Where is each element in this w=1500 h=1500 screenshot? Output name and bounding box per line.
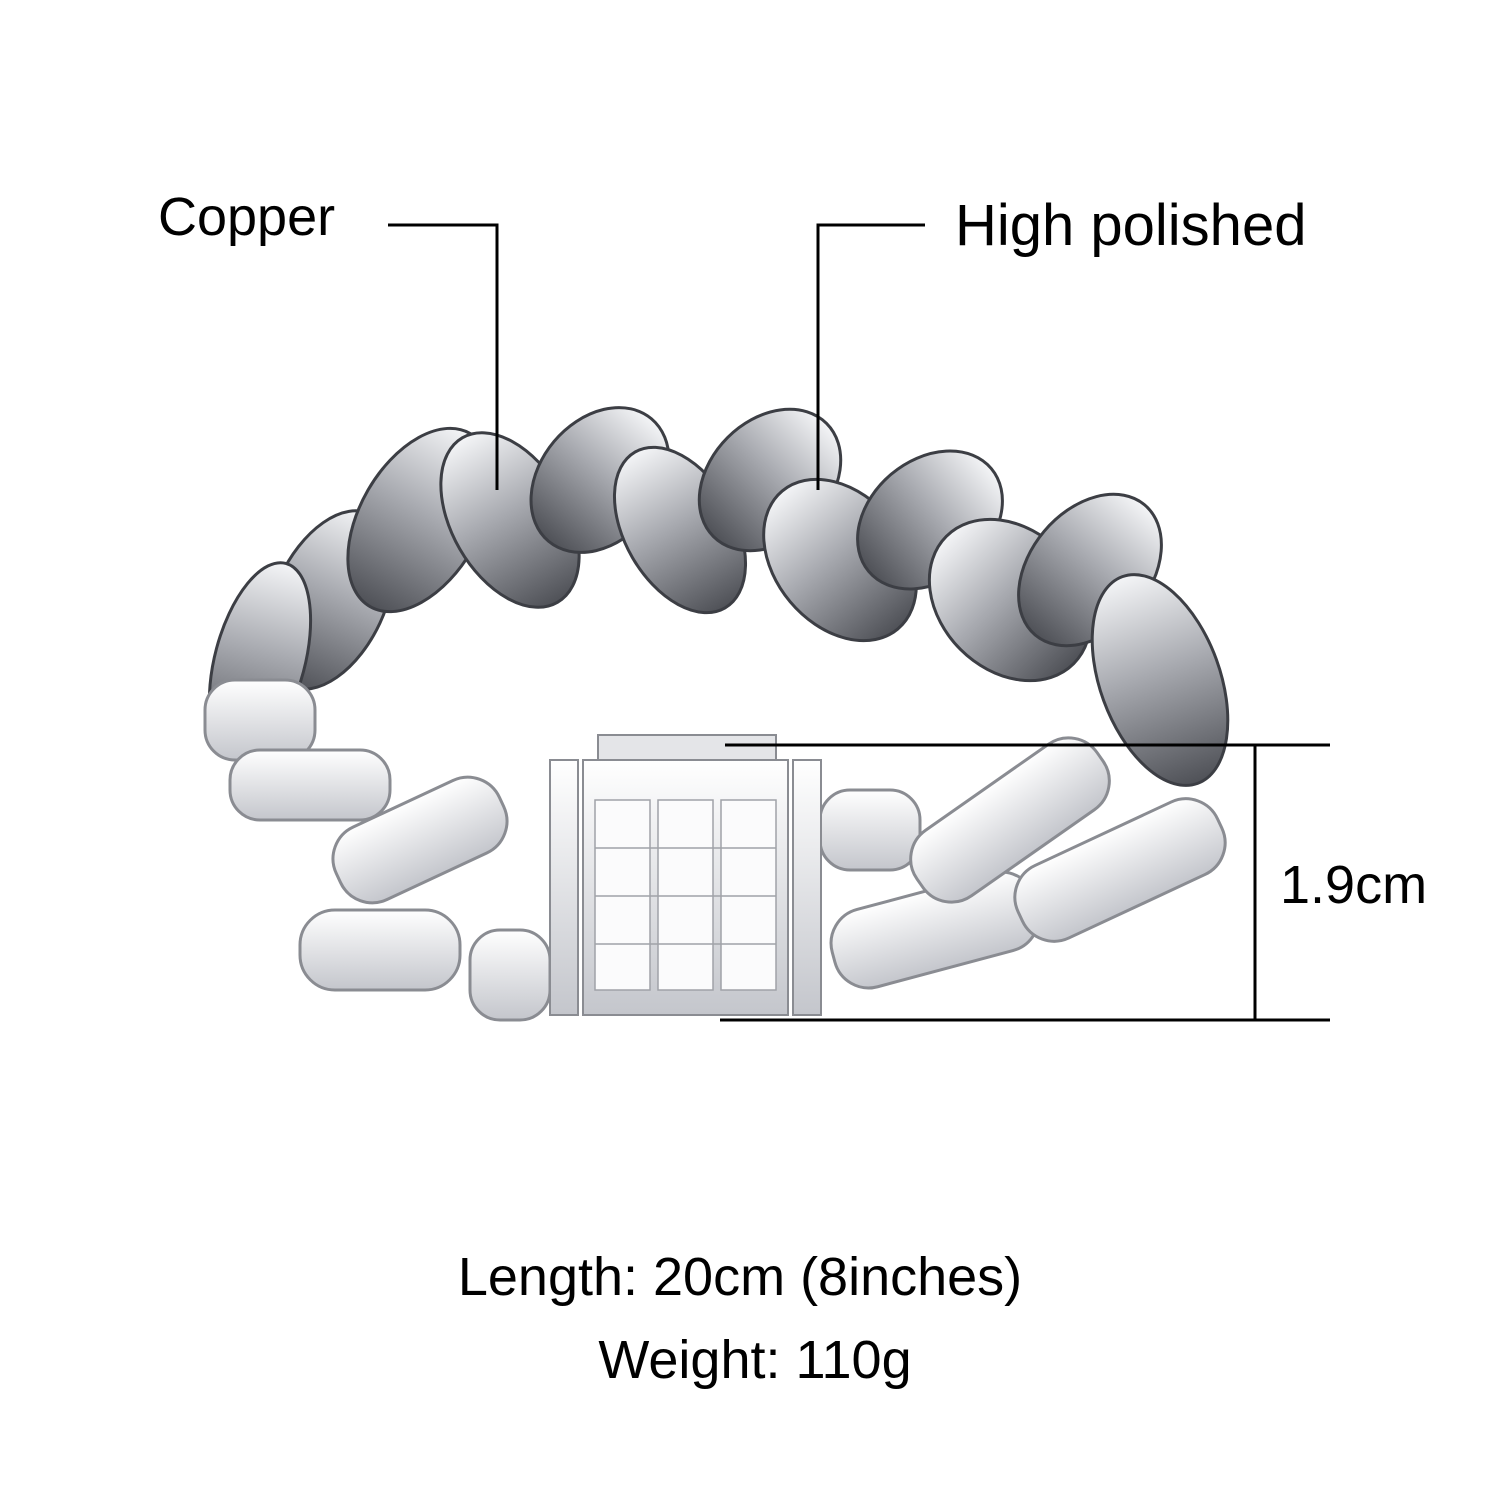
polish-leader-line xyxy=(816,223,925,490)
iced-front-links xyxy=(203,678,1227,1022)
back-chain-links xyxy=(207,406,1230,787)
weight-spec: Weight: 110g xyxy=(598,1330,912,1390)
length-spec: Length: 20cm (8inches) xyxy=(457,1247,1023,1307)
copper-leader-line xyxy=(388,223,499,490)
material-label: Copper xyxy=(158,187,336,247)
callout-lines xyxy=(388,223,1330,1022)
box-clasp xyxy=(549,734,822,1016)
finish-label: High polished xyxy=(955,193,1307,258)
width-label: 1.9cm xyxy=(1280,855,1428,915)
